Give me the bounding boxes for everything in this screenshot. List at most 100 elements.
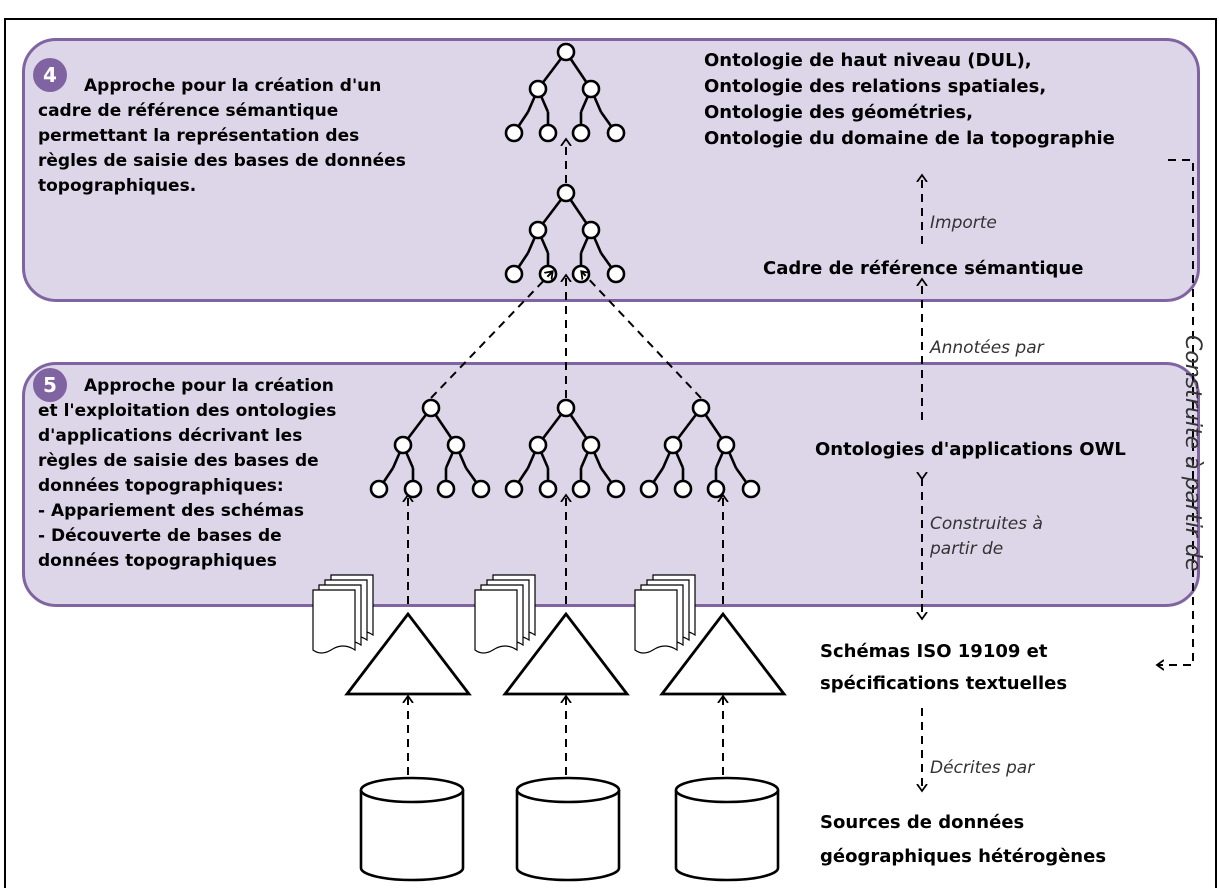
document-stack-3 xyxy=(634,574,696,654)
label-schemas: Schémas ISO 19109 et spécifications text… xyxy=(820,636,1067,700)
triangle-1 xyxy=(344,611,472,696)
tree-app-2 xyxy=(504,398,626,499)
label-construites: Construites à partir de xyxy=(930,512,1043,562)
top-ontology-item: Ontologie de haut niveau (DUL), xyxy=(704,50,1032,71)
tree-node xyxy=(581,220,601,240)
document-sheet xyxy=(474,589,518,654)
tree-node xyxy=(538,123,558,143)
badge-5: 5 xyxy=(33,368,67,402)
tree-node xyxy=(446,435,466,455)
tree-node xyxy=(538,264,558,284)
cylinder-top xyxy=(674,776,780,804)
tree-node xyxy=(556,183,576,203)
tree-node xyxy=(606,264,626,284)
tree-middle xyxy=(504,183,626,284)
tree-node xyxy=(528,220,548,240)
cylinder-top xyxy=(359,776,465,804)
database-1 xyxy=(359,776,465,882)
arrow-app3-to-middle xyxy=(582,272,702,399)
tree-node xyxy=(528,79,548,99)
dashed-arrows xyxy=(408,140,1194,790)
sources-line: géographiques hétérogènes xyxy=(820,846,1107,867)
panel4-line: permettant la représentation des xyxy=(38,126,360,146)
label-decrites-par: Décrites par xyxy=(930,758,1035,778)
tree-node xyxy=(471,479,491,499)
sources-line: Sources de données xyxy=(820,812,1025,833)
tree-node xyxy=(421,398,441,418)
triangles xyxy=(344,611,787,696)
construites-line: Construites à xyxy=(930,514,1043,534)
label-cadre-reference: Cadre de référence sémantique xyxy=(763,258,1084,279)
tree-node xyxy=(581,435,601,455)
tree-node xyxy=(556,398,576,418)
panel4-line: topographiques. xyxy=(38,176,197,196)
tree-node xyxy=(741,479,761,499)
panel4-description: Approche pour la création d'un cadre de … xyxy=(38,74,406,199)
cylinder-top xyxy=(515,776,621,804)
cylinder-body xyxy=(359,790,465,882)
tree-node xyxy=(716,435,736,455)
tree-app-3 xyxy=(639,398,761,499)
arrow-construite-bracket xyxy=(1158,159,1194,665)
top-ontologies-list: Ontologie de haut niveau (DUL), Ontologi… xyxy=(704,48,1115,152)
tree-node xyxy=(571,479,591,499)
top-ontology-item: Ontologie du domaine de la topographie xyxy=(704,128,1115,149)
document-stacks xyxy=(312,574,696,654)
document-sheet xyxy=(634,589,678,654)
triangle-2 xyxy=(502,611,630,696)
tree-node xyxy=(436,479,456,499)
panel5-description: Approche pour la création et l'exploitat… xyxy=(38,374,336,574)
tree-node xyxy=(639,479,659,499)
panel4-line: cadre de référence sémantique xyxy=(38,101,339,121)
panel5-line: règles de saisie des bases de xyxy=(38,451,319,471)
panel5-line: données topographiques: xyxy=(38,476,284,496)
cylinder-body xyxy=(674,790,780,882)
top-ontology-item: Ontologie des relations spatiales, xyxy=(704,76,1047,97)
schemas-line: spécifications textuelles xyxy=(820,673,1068,694)
database-3 xyxy=(674,776,780,882)
document-sheet xyxy=(312,589,356,654)
tree-node xyxy=(706,479,726,499)
schemas-line: Schémas ISO 19109 et xyxy=(820,641,1048,662)
panel4-line: règles de saisie des bases de données xyxy=(38,151,406,171)
badge-4: 4 xyxy=(33,58,67,92)
cylinder-body xyxy=(515,790,621,882)
label-importe: Importe xyxy=(930,213,997,233)
panel5-line: Approche pour la création xyxy=(84,376,334,396)
tree-node xyxy=(538,479,558,499)
tree-node xyxy=(571,264,591,284)
outer-frame xyxy=(4,18,1217,888)
tree-node xyxy=(393,435,413,455)
label-ontologies-owl: Ontologies d'applications OWL xyxy=(815,439,1126,460)
top-ontology-item: Ontologie des géométries, xyxy=(704,102,974,123)
tree-node xyxy=(504,264,524,284)
tree-node xyxy=(606,479,626,499)
database-cylinders xyxy=(359,776,780,882)
tree-node xyxy=(556,42,576,62)
tree-node xyxy=(403,479,423,499)
panel5-line: - Découverte de bases de xyxy=(38,526,282,546)
panel5-line: données topographiques xyxy=(38,551,277,571)
tree-node xyxy=(504,123,524,143)
tree-node xyxy=(369,479,389,499)
tree-node xyxy=(673,479,693,499)
tree-node xyxy=(581,79,601,99)
ontology-trees xyxy=(369,42,761,499)
label-sources: Sources de données géographiques hétérog… xyxy=(820,806,1106,874)
tree-node xyxy=(663,435,683,455)
tree-app-1 xyxy=(369,398,491,499)
label-annotees-par: Annotées par xyxy=(930,338,1044,358)
triangle-3 xyxy=(659,611,787,696)
tree-node xyxy=(504,479,524,499)
tree-node xyxy=(571,123,591,143)
document-stack-2 xyxy=(474,574,536,654)
tree-node xyxy=(528,435,548,455)
construites-line: partir de xyxy=(930,539,1004,559)
label-construite-a-partir-de: Construite à partir de xyxy=(1180,335,1205,572)
panel5-line: - Appariement des schémas xyxy=(38,501,304,521)
document-stack-1 xyxy=(312,574,374,654)
panel-semantic-framework xyxy=(22,38,1200,302)
database-2 xyxy=(515,776,621,882)
